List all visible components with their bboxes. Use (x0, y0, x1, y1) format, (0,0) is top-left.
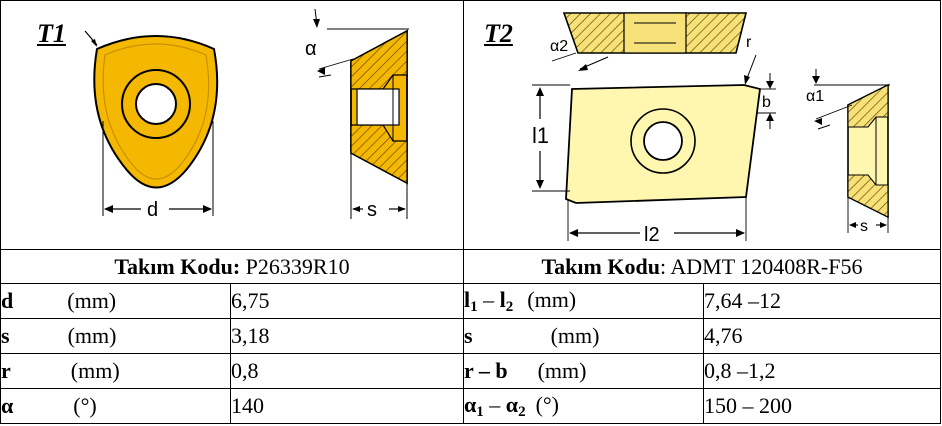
t2-tag: T2 (484, 19, 513, 48)
t1-row-r-value: 0,8 (230, 353, 464, 389)
t1-row-alpha-value: 140 (230, 388, 464, 424)
t2-code-cell: Takım Kodu: ADMT 120408R-F56 (463, 249, 941, 284)
t2-code-label: Takım Kodu (541, 253, 660, 279)
t1-row-alpha-label: α(°) (0, 388, 231, 424)
t2-b-label: b (762, 94, 771, 111)
t2-row-l1l2-value: 7,64 –12 (703, 283, 941, 319)
t2-row-rb-label: r – b(mm) (463, 353, 704, 389)
t2-row-l1l2-label: l1 – l2(mm) (463, 283, 704, 319)
t2-row-s-value: 4,76 (703, 318, 941, 354)
t2-row-s-label: s(mm) (463, 318, 704, 354)
t1-row-d-label: d(mm) (0, 283, 231, 319)
t1-row-d-value: 6,75 (230, 283, 464, 319)
t2-s-label: s (860, 218, 868, 235)
t1-row-s-value: 3,18 (230, 318, 464, 354)
t1-alpha-label: α (305, 38, 317, 60)
t2-figure-cell: T2 α2 r (463, 0, 941, 250)
t1-code-value: P26339R10 (240, 253, 350, 279)
t1-s-label: s (367, 199, 377, 221)
t1-d-label: d (147, 199, 158, 221)
t2-row-alpha-label: α1 – α2(°) (463, 388, 704, 424)
t2-alpha1-label: α1 (806, 88, 824, 105)
t1-drawing: d α (84, 8, 409, 221)
t2-r-label: r (746, 34, 752, 51)
t2-row-alpha-value: 150 – 200 (703, 388, 941, 424)
t2-alpha2-label: α2 (550, 38, 568, 55)
t2-code-value: : ADMT 120408R-F56 (659, 253, 863, 279)
t2-l1-label: l1 (532, 123, 549, 148)
t2-l2-label: l2 (644, 224, 660, 246)
t2-row-rb-value: 0,8 –1,2 (703, 353, 941, 389)
t1-tag: T1 (37, 19, 66, 48)
t1-row-s-label: s(mm) (0, 318, 231, 354)
t2-drawing: α2 r b (532, 12, 890, 246)
t1-figure-cell: T1 (0, 0, 464, 250)
t1-code-cell: Takım Kodu: P26339R10 (0, 249, 464, 284)
t1-code-label: Takım Kodu: (114, 253, 241, 279)
t1-row-r-label: r(mm) (0, 353, 231, 389)
